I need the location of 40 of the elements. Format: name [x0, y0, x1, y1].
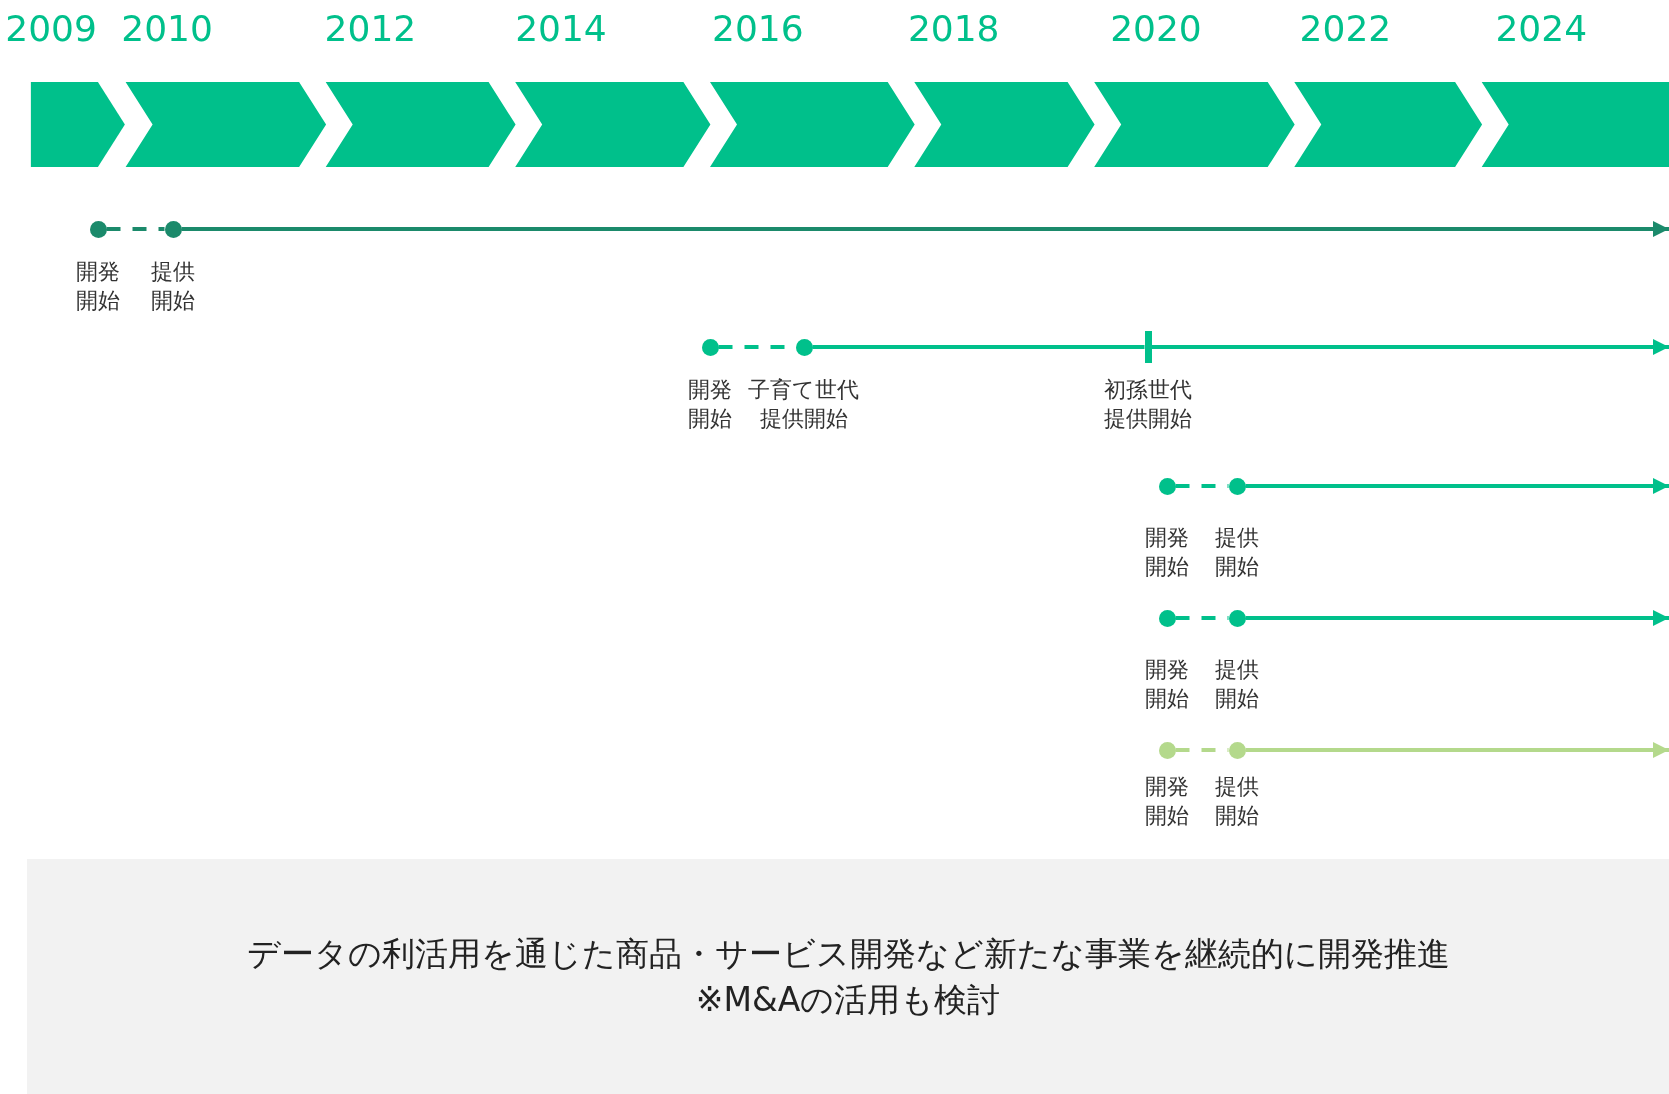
milestone-label: 提供開始 [1214, 656, 1260, 713]
milestone-label: 開発開始 [1144, 524, 1190, 581]
timeline-dot [164, 220, 182, 238]
timeline-arrow [1245, 478, 1669, 494]
timeline-arrow [181, 221, 1669, 237]
note-text: データの利活用を通じた商品・サービス開発など新たな事業を継続的に開発推進 [245, 932, 1451, 975]
timeline-dot [89, 220, 107, 238]
year-label: 2024 [1495, 9, 1588, 49]
milestone-label: 開発開始 [687, 376, 733, 433]
timeline-arrow [1245, 610, 1669, 626]
milestone-label: 開発開始 [1144, 773, 1190, 830]
year-label: 2014 [515, 9, 607, 49]
timeline-dot [1158, 609, 1176, 627]
year-label: 2010 [121, 9, 213, 49]
year-label: 2016 [712, 9, 804, 49]
timeline-dot [1228, 609, 1246, 627]
milestone-label: 子育て世代提供開始 [747, 376, 861, 433]
timeline-arrow [1151, 339, 1669, 355]
milestone-label: 開発開始 [1144, 656, 1190, 713]
dashed-line [106, 227, 165, 231]
year-label: 2012 [324, 9, 417, 49]
note-text: ※M&Aの活用も検討 [694, 978, 1002, 1021]
timeline-arrow [1245, 742, 1669, 758]
tick-mark [1144, 331, 1152, 363]
year-label: 2020 [1110, 9, 1202, 49]
timeline-dot [1228, 477, 1246, 495]
timeline-line [812, 345, 1145, 349]
timeline-dot [795, 338, 813, 356]
timeline-dot [701, 338, 719, 356]
year-label: 2009 [5, 9, 97, 49]
timeline-dot [1228, 741, 1246, 759]
milestone-label: 開発開始 [75, 258, 121, 315]
timeline-dot [1158, 741, 1176, 759]
year-label: 2022 [1299, 9, 1392, 49]
milestone-label: 初孫世代提供開始 [1103, 376, 1193, 433]
milestone-label: 提供開始 [1214, 524, 1260, 581]
milestone-label: 提供開始 [1214, 773, 1260, 830]
timeline-dot [1158, 477, 1176, 495]
year-label: 2018 [907, 9, 1000, 49]
milestone-label: 提供開始 [150, 258, 196, 315]
